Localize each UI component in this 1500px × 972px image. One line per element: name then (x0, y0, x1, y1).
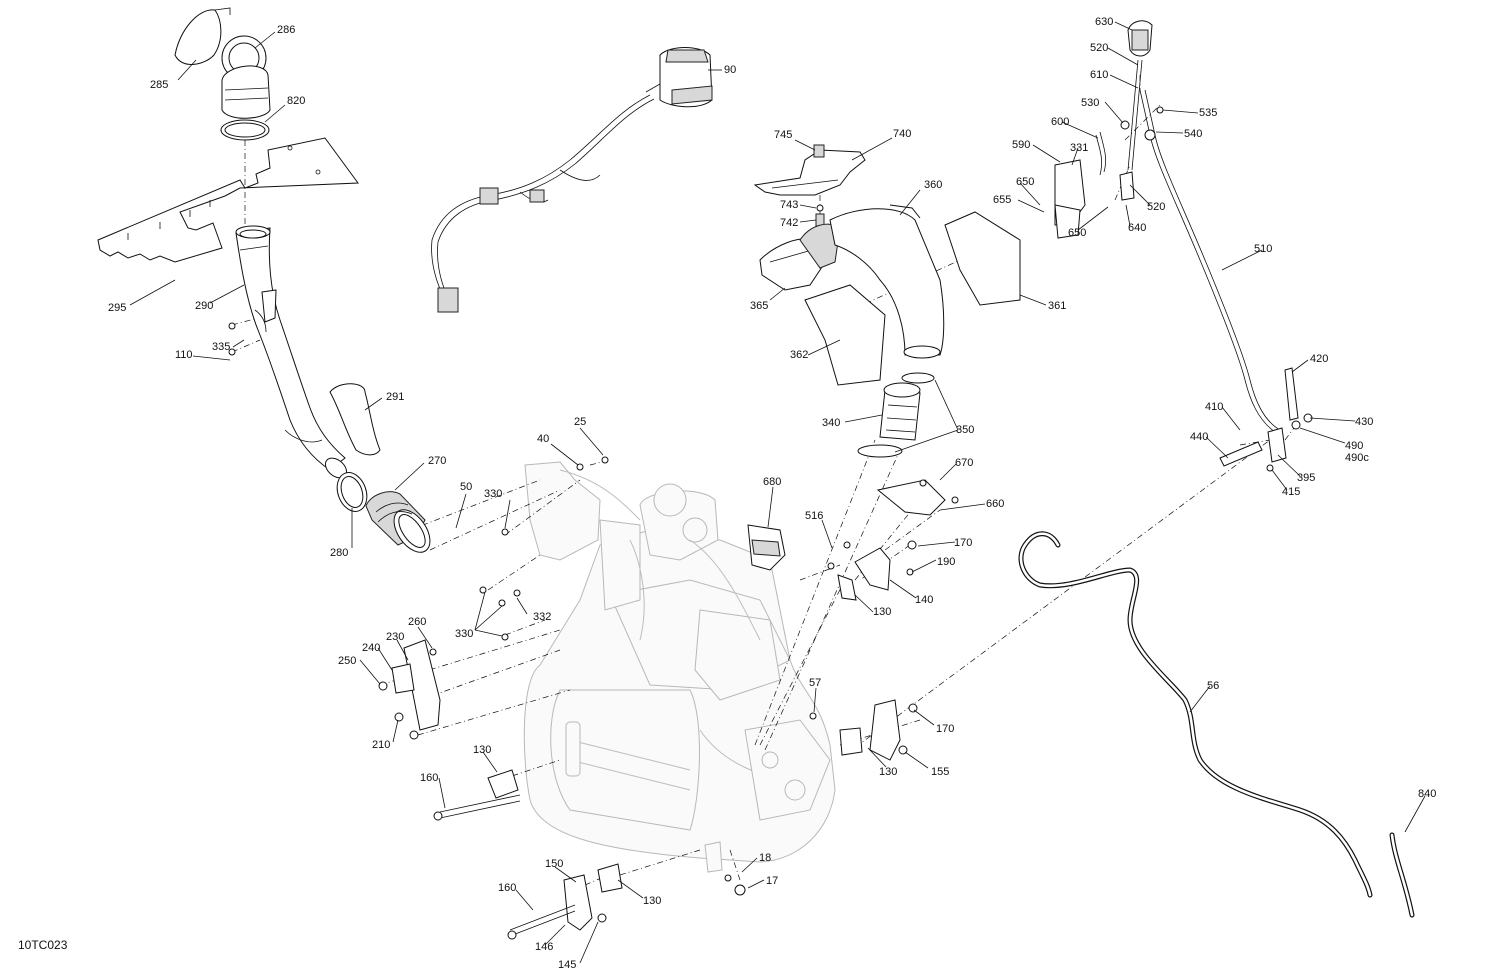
callout-286: 286 (277, 24, 295, 36)
callout-740: 740 (893, 128, 911, 140)
callout-630: 630 (1095, 16, 1113, 28)
callout-290: 290 (195, 300, 213, 312)
callout-291: 291 (386, 391, 404, 403)
callout-140: 140 (915, 594, 933, 606)
callout-840: 840 (1418, 788, 1436, 800)
callout-335: 335 (212, 341, 230, 353)
callout-240: 240 (362, 642, 380, 654)
callout-270: 270 (428, 455, 446, 467)
floor-plate (97, 137, 359, 263)
callout-332: 332 (533, 611, 551, 623)
heat-shield-sleeve (329, 383, 381, 456)
callout-330b: 330 (455, 628, 473, 640)
callout-650b: 650 (1068, 227, 1086, 239)
fasteners (228, 322, 959, 940)
callout-50: 50 (460, 481, 472, 493)
callout-295: 295 (108, 302, 126, 314)
callout-25: 25 (574, 416, 586, 428)
callout-680: 680 (763, 476, 781, 488)
air-inlet-cover (174, 7, 271, 141)
air-intake-duct (759, 204, 1021, 386)
callout-742: 742 (780, 217, 798, 229)
vent-hoses (1018, 531, 1415, 918)
callout-670: 670 (955, 457, 973, 469)
callout-190: 190 (937, 556, 955, 568)
callout-415: 415 (1282, 486, 1300, 498)
diagram-code: 10TC023 (18, 938, 68, 952)
callout-170b: 170 (954, 537, 972, 549)
callout-330a: 330 (484, 488, 502, 500)
callout-610: 610 (1090, 69, 1108, 81)
callout-510: 510 (1254, 243, 1272, 255)
callout-labels: 285 286 820 295 290 335 110 291 270 280 … (18, 16, 1436, 971)
callout-130a: 130 (473, 744, 491, 756)
callout-430: 430 (1355, 416, 1373, 428)
callout-130d: 130 (873, 606, 891, 618)
callout-145: 145 (558, 959, 576, 971)
callout-250: 250 (338, 655, 356, 667)
callout-260: 260 (408, 616, 426, 628)
shifter-assembly (1054, 20, 1313, 472)
throttle-harness (431, 47, 713, 313)
intake-boot (336, 472, 431, 553)
callout-146: 146 (535, 941, 553, 953)
callout-745: 745 (774, 129, 792, 141)
air-intake-tube (235, 225, 348, 479)
callout-535: 535 (1199, 107, 1217, 119)
callout-170a: 170 (936, 723, 954, 735)
callout-90: 90 (724, 64, 736, 76)
callout-540: 540 (1184, 128, 1202, 140)
callout-520b: 520 (1147, 201, 1165, 213)
callout-440: 440 (1190, 431, 1208, 443)
callout-57: 57 (809, 677, 821, 689)
callout-230: 230 (386, 631, 404, 643)
engine-assembly (523, 461, 836, 873)
bracket-740 (753, 144, 866, 227)
callout-820: 820 (287, 95, 305, 107)
callout-640: 640 (1128, 222, 1146, 234)
callout-56: 56 (1207, 680, 1219, 692)
callout-150: 150 (545, 858, 563, 870)
callout-516: 516 (805, 510, 823, 522)
callout-520a: 520 (1090, 42, 1108, 54)
callout-410: 410 (1205, 401, 1223, 413)
callout-362: 362 (790, 349, 808, 361)
callout-40: 40 (537, 433, 549, 445)
callout-130c: 130 (879, 766, 897, 778)
callout-361: 361 (1048, 300, 1066, 312)
callout-155: 155 (931, 766, 949, 778)
callout-420: 420 (1310, 353, 1328, 365)
callout-285: 285 (150, 79, 168, 91)
callout-365: 365 (750, 300, 768, 312)
callout-655: 655 (993, 194, 1011, 206)
callout-360: 360 (924, 179, 942, 191)
callout-17: 17 (766, 875, 778, 887)
air-filter (857, 372, 935, 458)
engine-mounts-right (391, 479, 946, 937)
callout-350: 350 (956, 424, 974, 436)
callout-340: 340 (822, 417, 840, 429)
callout-743: 743 (780, 199, 798, 211)
callout-530: 530 (1081, 97, 1099, 109)
callout-331: 331 (1070, 142, 1088, 154)
callout-650a: 650 (1016, 176, 1034, 188)
callout-160b: 160 (498, 882, 516, 894)
callout-600: 600 (1051, 116, 1069, 128)
callout-490c: 490c (1345, 452, 1369, 464)
callout-660: 660 (986, 498, 1004, 510)
callout-210: 210 (372, 739, 390, 751)
callout-160a: 160 (420, 772, 438, 784)
callout-490: 490 (1345, 440, 1363, 452)
callout-110: 110 (175, 349, 193, 361)
callout-130b: 130 (643, 895, 661, 907)
callout-18: 18 (759, 852, 771, 864)
callout-280: 280 (330, 547, 348, 559)
callout-395: 395 (1297, 472, 1315, 484)
callout-leaders (129, 21, 1426, 964)
callout-590: 590 (1012, 139, 1030, 151)
